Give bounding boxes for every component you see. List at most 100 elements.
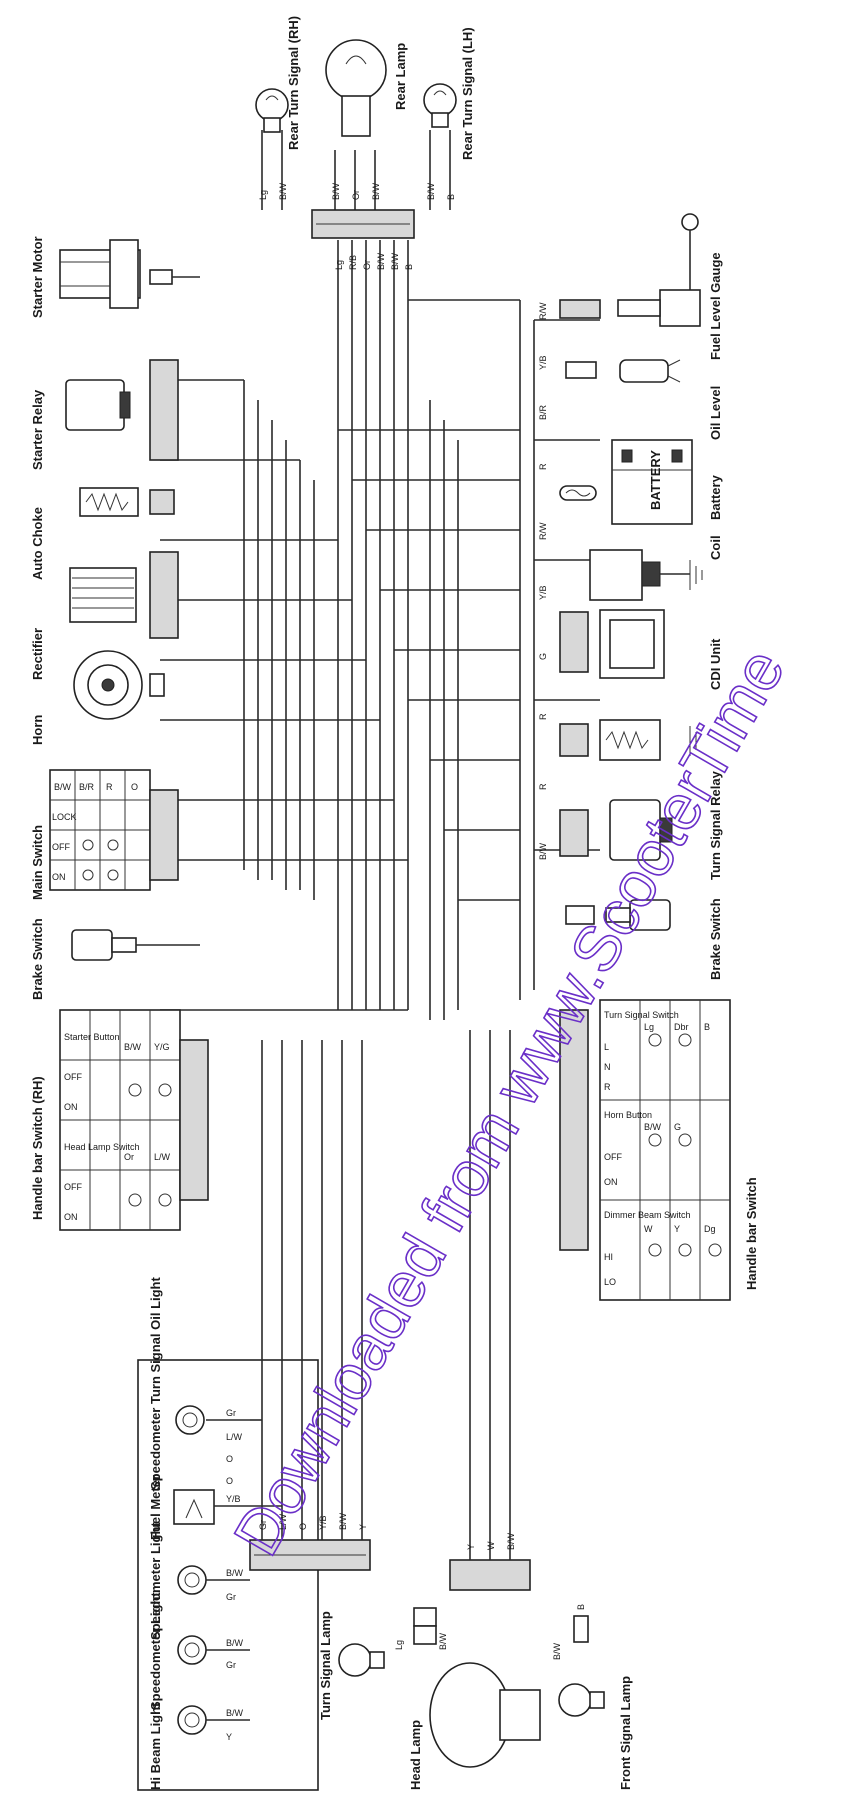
left-harness-connector [249, 1040, 371, 1571]
rear-lamp-bulb-icon [325, 39, 387, 137]
oil-level-label: Oil Level [708, 386, 723, 440]
wire-label: R/B [348, 255, 358, 270]
wire-label: B [576, 1604, 586, 1610]
wire-label: B/W [226, 1568, 244, 1578]
horn-button-col-2: G [674, 1122, 681, 1132]
turn-signal-switch-col-3: B [704, 1022, 710, 1032]
dimmer-switch-col-2: Y [674, 1224, 680, 1234]
wire-label: Gr [226, 1592, 236, 1602]
horn-label: Horn [30, 715, 45, 745]
wire-labels-right: R/W Y/B B/R R R/W Y/B G R R B/W [538, 302, 548, 860]
turn-signal-switch-row-n: N [604, 1062, 611, 1072]
dimmer-switch-row-hi: HI [604, 1252, 613, 1262]
turn-signal-relay [559, 799, 673, 861]
brake-switch-label: Brake Switch [30, 918, 45, 1000]
oil-level-sensor [565, 359, 681, 383]
handle-bar-switch-rh [59, 1009, 209, 1231]
wire-labels-left-harness: Gr L/W O Y/B B/W Y [258, 1512, 368, 1530]
wire-label: R/W [538, 522, 548, 540]
high-beam-light-icon [177, 1705, 207, 1735]
coil-label: Coil [708, 535, 723, 560]
lower-connectors [413, 1030, 589, 1645]
wire-label: B/W [426, 182, 436, 200]
horn-button-col-1: B/W [644, 1122, 662, 1132]
wire-label: B/W [506, 1532, 516, 1550]
dimmer-switch-col-1: W [644, 1224, 653, 1234]
starter-button-row-off: OFF [64, 1072, 82, 1082]
main-switch-col-4: O [131, 782, 138, 792]
cdi-unit [559, 609, 665, 679]
head-lamp-label: Head Lamp [408, 1720, 423, 1790]
wire-label: B/W [278, 182, 288, 200]
main-harness [243, 240, 459, 1020]
horn-button-row-off: OFF [604, 1152, 622, 1162]
rear-turn-signal-rh-label: Rear Turn Signal (RH) [286, 16, 301, 150]
wire-label: Y/B [538, 585, 548, 600]
dimmer-switch-row-lo: LO [604, 1277, 616, 1287]
horn-icon [73, 650, 165, 720]
speedometer-light-1-label: Speedometer Light [148, 1522, 163, 1640]
front-turn-signal-lamp-label: Front Signal Lamp [618, 1676, 633, 1790]
wire-label: O [226, 1454, 233, 1464]
handle-bar-switch-lh [559, 999, 731, 1301]
dimmer-switch-title: Dimmer Beam Switch [604, 1210, 691, 1220]
speedometer-light-1-icon [177, 1565, 207, 1595]
wire-label: B/W [376, 252, 386, 270]
wire-label: O [226, 1476, 233, 1486]
coil [589, 549, 703, 601]
brake-switch-lower-label: Brake Switch [708, 898, 723, 980]
main-switch-row-off: OFF [52, 842, 70, 852]
starter-motor-label: Starter Motor [30, 236, 45, 318]
rectifier [69, 551, 179, 639]
wire-label: B/W [552, 1642, 562, 1660]
head-lamp-switch-col-1: Or [124, 1152, 134, 1162]
wire-label: R [538, 783, 548, 790]
turn-signal-lamp-icon [338, 1643, 385, 1677]
speedometer-light-2-label: Speedometer Light [148, 1592, 163, 1710]
dimmer-switch-col-3: Dg [704, 1224, 716, 1234]
pickup-coil [559, 719, 697, 761]
rear-lamps [255, 39, 457, 239]
head-lamp-bulb-icon [429, 1662, 541, 1768]
starter-button-row-on: ON [64, 1102, 78, 1112]
starter-motor [59, 239, 200, 309]
wire-label: B/W [226, 1708, 244, 1718]
head-lamp-switch-row-on: ON [64, 1212, 78, 1222]
wire-label: B/W [538, 842, 548, 860]
wire-label: Lg [258, 190, 268, 200]
wire-label: Gr [226, 1408, 236, 1418]
wire-label: Y/B [538, 355, 548, 370]
wire-label: B/W [331, 182, 341, 200]
wire-label: O [298, 1523, 308, 1530]
wire-label: Gr [226, 1660, 236, 1670]
wire-label: R [538, 713, 548, 720]
brake-switch [71, 929, 200, 961]
wire-labels-left-dash: Gr L/W O O Y/B B/W Gr B/W Gr B/W Y [226, 1408, 244, 1742]
main-switch-label: Main Switch [30, 825, 45, 900]
rear-harness-connector [311, 209, 415, 239]
head-lamp-switch-row-off: OFF [64, 1182, 82, 1192]
wire-labels-rear-top: Lg B/W B/W Or B/W B/W B [258, 182, 456, 200]
wire-label: Or [362, 260, 372, 270]
starter-relay-label: Starter Relay [30, 389, 45, 470]
turn-signal-lamp-label: Turn Signal Lamp [318, 1611, 333, 1720]
main-switch-row-on: ON [52, 872, 66, 882]
wire-labels-rear-harness: Lg R/B Or B/W B/W B [334, 252, 414, 270]
wire-label: L/W [278, 1513, 288, 1530]
wire-label: G [538, 653, 548, 660]
main-switch-table [49, 769, 179, 891]
wire-label: B/W [371, 182, 381, 200]
speedometer-light-2-icon [177, 1635, 207, 1665]
front-turn-signal-lamp-icon [558, 1683, 605, 1717]
wire-label: B/R [538, 404, 548, 420]
wire-label: B/W [338, 1512, 348, 1530]
turn-signal-switch-row-r: R [604, 1082, 611, 1092]
head-lamp-switch-col-2: L/W [154, 1152, 171, 1162]
horn-button-title: Horn Button [604, 1110, 652, 1120]
wire-label: W [486, 1541, 496, 1550]
main-switch-row-lock: LOCK [52, 812, 77, 822]
fuel-level-gauge [559, 213, 701, 327]
main-switch-col-2: B/R [79, 782, 95, 792]
starter-relay [65, 359, 179, 461]
speedometer-turn-signal-oil-light-label: Speedometer Turn Signal Oil Light [148, 1276, 163, 1490]
